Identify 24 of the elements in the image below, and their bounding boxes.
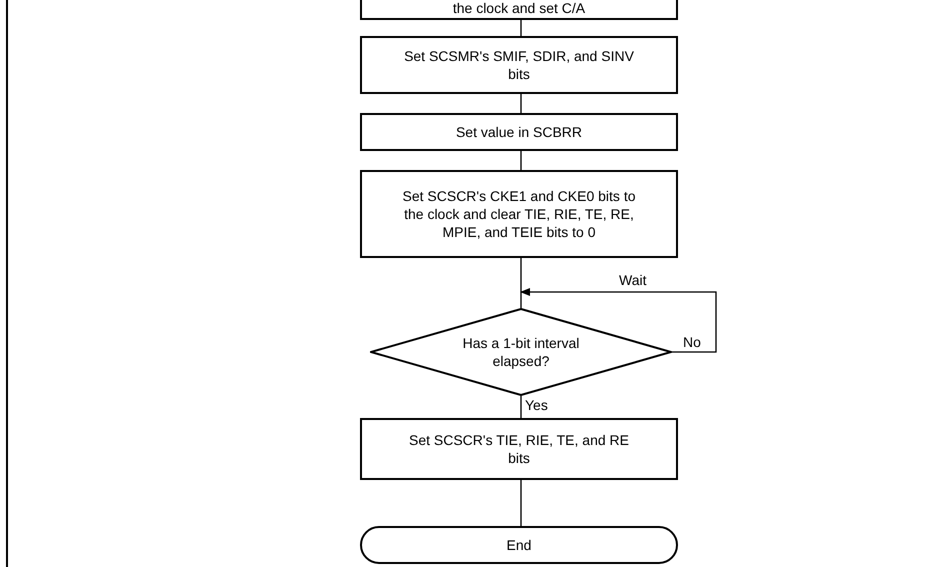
connector-line	[520, 94, 522, 113]
process-box	[360, 418, 678, 480]
node-text: Set SCSMR's SMIF, SDIR, and SINV bits	[403, 47, 635, 83]
connector-line	[520, 396, 522, 418]
connector-line	[520, 151, 522, 170]
process-box	[360, 170, 678, 258]
process-box	[360, 36, 678, 94]
connector-line	[520, 480, 522, 526]
arrow	[520, 288, 717, 353]
decision-diamond	[370, 308, 672, 396]
process-box	[360, 113, 678, 151]
connector-line	[520, 258, 522, 308]
loop-label: Wait	[618, 272, 648, 288]
node-text: the clock and set C/A	[452, 0, 586, 17]
edge-label: Yes	[524, 397, 549, 413]
connector-line	[520, 20, 522, 36]
node-text: Set value in SCBRR	[454, 123, 584, 141]
edge-label: No	[682, 334, 702, 350]
terminator	[360, 526, 678, 564]
node-text: Has a 1-bit interval elapsed?	[462, 334, 580, 370]
node-text: Set SCSCR's TIE, RIE, TE, and RE bits	[408, 431, 630, 467]
node-text: End	[506, 536, 532, 554]
process-box	[360, 0, 678, 20]
node-text: Set SCSCR's CKE1 and CKE0 bits to the clock and clear TIE, RIE, TE, RE, MPIE, and TEIE bits to 0	[402, 187, 636, 241]
